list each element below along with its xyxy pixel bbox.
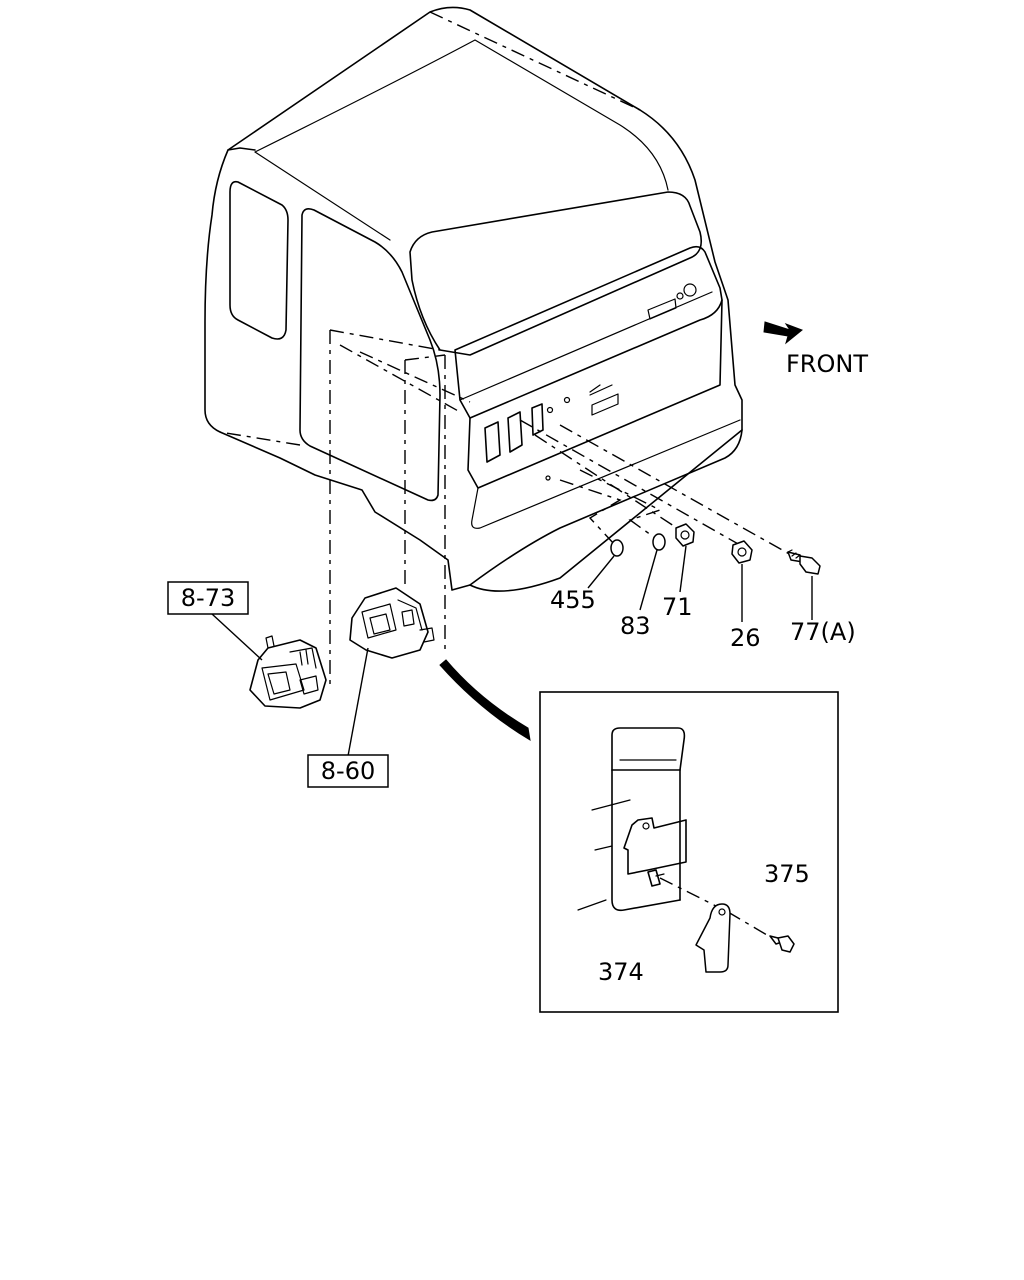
part-26-nut <box>731 540 753 564</box>
truck-cab <box>204 6 743 592</box>
detail-pointer <box>439 659 531 741</box>
ac-unit-8-60 <box>349 587 435 659</box>
callout-374: 374 <box>598 958 644 986</box>
arrow-icon <box>763 321 803 345</box>
phantom-lines <box>219 11 801 690</box>
callout-26: 26 <box>730 624 761 652</box>
ref-box-8-73: 8-73 <box>167 581 249 615</box>
callout-375: 375 <box>764 860 810 888</box>
part-455-grommet <box>610 539 624 557</box>
callout-455: 455 <box>550 586 596 614</box>
ref-8-73-label: 8-73 <box>181 584 235 612</box>
callout-71: 71 <box>662 593 693 621</box>
front-direction-arrow: FRONT <box>763 321 868 378</box>
callout-83: 83 <box>620 612 651 640</box>
ac-unit-8-73 <box>249 635 327 709</box>
front-label: FRONT <box>786 350 868 378</box>
detail-inset: 375 374 <box>539 691 839 1013</box>
callout-77a: 77(A) <box>790 618 856 646</box>
inset-frame <box>539 691 839 1013</box>
part-83-grommet <box>652 533 666 551</box>
part-71-nut <box>675 523 695 547</box>
part-77a-bolt <box>787 549 821 575</box>
ref-8-60-label: 8-60 <box>321 757 375 785</box>
ref-box-8-60: 8-60 <box>307 754 389 788</box>
callout-labels: 455 83 71 26 77(A) <box>550 586 856 652</box>
